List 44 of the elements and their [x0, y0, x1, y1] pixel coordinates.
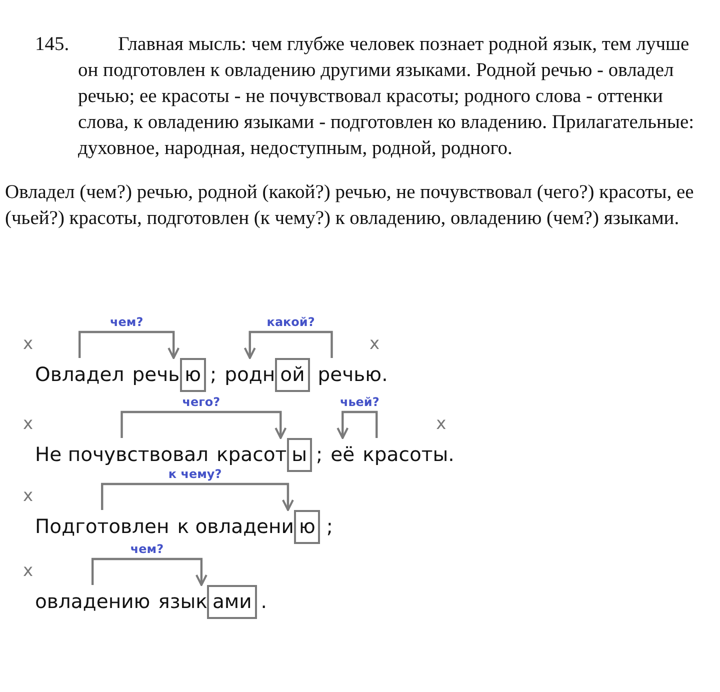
word: к овладени [177, 515, 294, 538]
punctuation: ; [326, 514, 333, 540]
word: родн [224, 363, 276, 386]
punctuation: . [382, 362, 388, 388]
question-label: чем? [130, 542, 164, 556]
word: её [330, 443, 355, 466]
word: овладению [35, 590, 150, 613]
main-word-mark: х [23, 334, 34, 354]
question-arrow [78, 330, 180, 359]
question-label: чьей? [340, 395, 380, 409]
main-word-mark: х [436, 414, 446, 434]
exercise-number: 145. [35, 33, 70, 57]
question-arrow [336, 410, 378, 439]
word: Овладел [35, 363, 124, 386]
word: Подготовлен [35, 515, 170, 538]
word: красоты [362, 443, 448, 466]
word: Не почувствовал [35, 443, 209, 466]
question-label: чем? [110, 315, 144, 329]
question-label: чего? [182, 395, 220, 409]
answer-paragraph: Овладел (чем?) речью, родной (какой?) речью, не почувствовал (чего?) красоты, ее (чьей?) красоты, подготовлен (к чему?) к овладению, овладению (чем?) языками. [5, 181, 695, 231]
question-arrow [91, 558, 208, 586]
ending-box: ами [207, 585, 257, 619]
answer-paragraph: Главная мысль: чем глубже человек познает родной язык, тем лучше он подготовлен к овладению другими языками. Родной речью - овладел речью; ее красоты - не почувствовал красоты; родного слова - оттенки слова, к овладению языками - подготовлен ко владению. Прилагательные: духовное, народная, недоступным, родной, родного. [78, 33, 696, 161]
punctuation: ; [210, 362, 217, 388]
ending-box: ой [275, 358, 310, 392]
punctuation: . [260, 589, 267, 615]
ending-box: ю [180, 358, 206, 392]
word: язык [158, 590, 208, 613]
question-arrow [101, 482, 294, 511]
punctuation: . [448, 442, 454, 468]
word: красот [216, 443, 287, 466]
question-label: какой? [266, 315, 315, 329]
ending-box: ю [294, 510, 320, 544]
punctuation: ; [316, 442, 323, 468]
question-arrow [120, 410, 287, 439]
ending-box: ы [286, 438, 312, 472]
word: речь [132, 363, 180, 386]
main-word-mark: х [23, 561, 34, 581]
question-arrow [244, 330, 333, 359]
main-word-mark: х [23, 414, 34, 434]
main-word-mark: х [370, 334, 380, 354]
word: речью [318, 363, 382, 386]
question-label: к чему? [168, 467, 222, 481]
main-word-mark: х [23, 486, 34, 506]
